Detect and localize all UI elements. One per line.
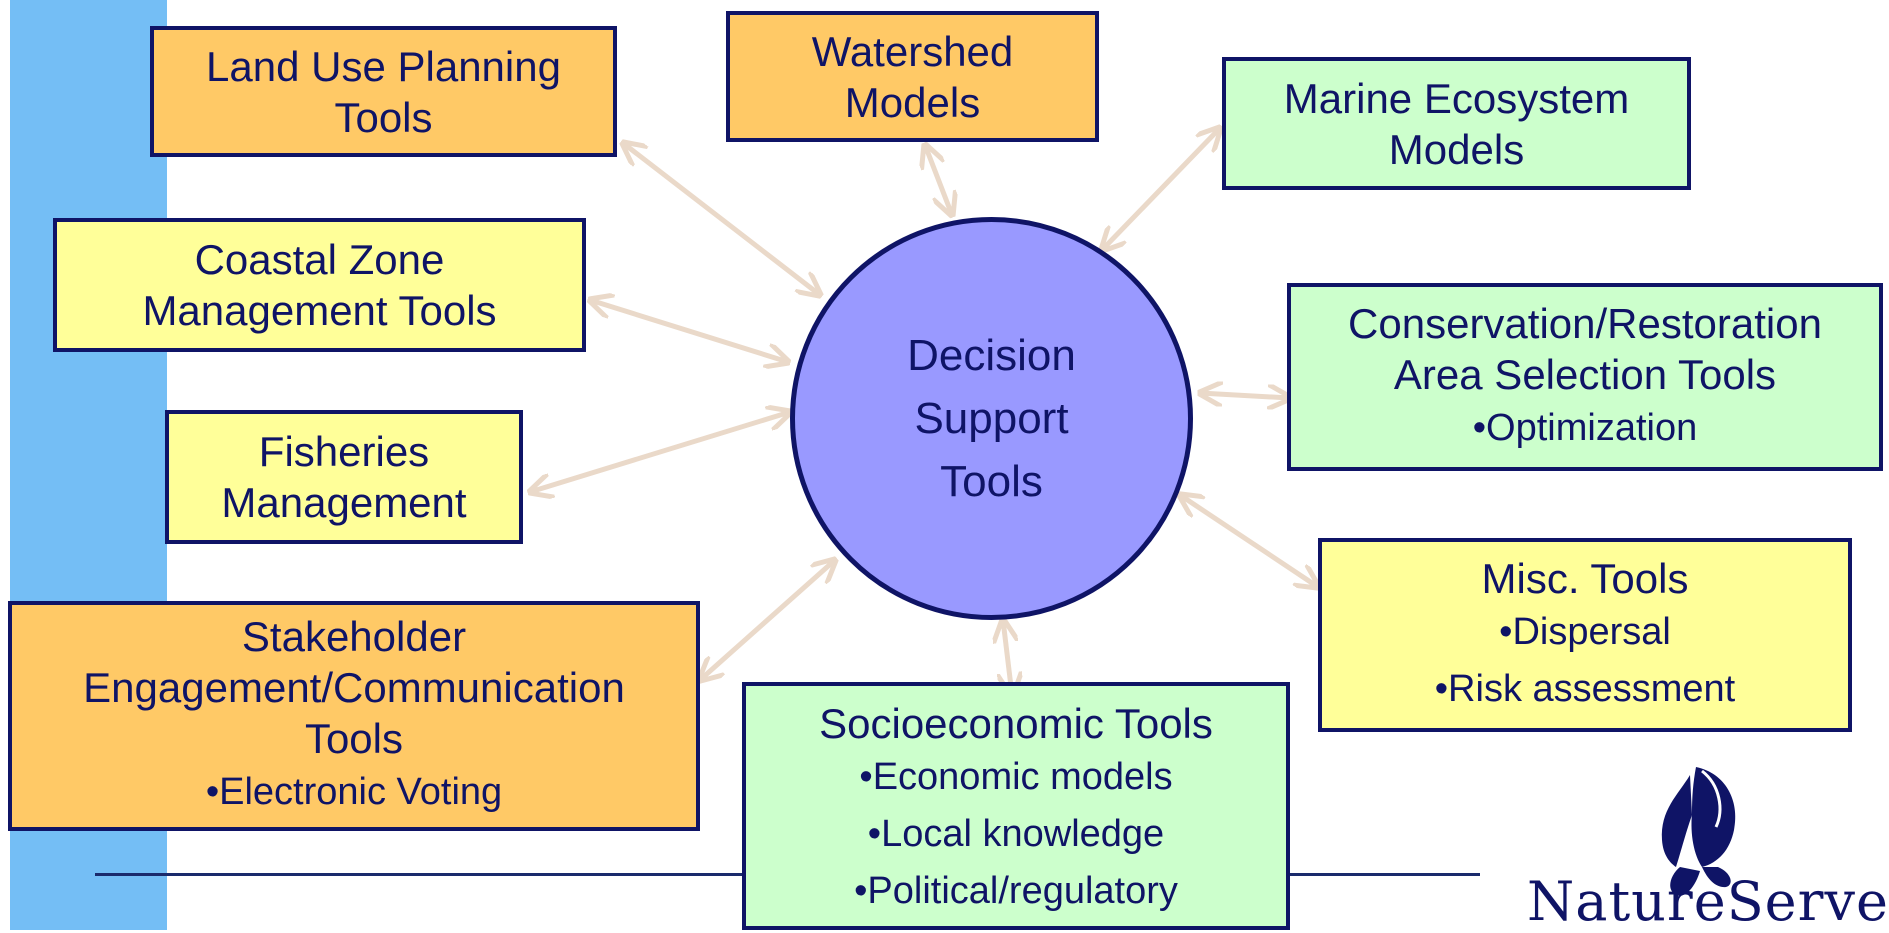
misc-bullet-dispersal: •Dispersal xyxy=(1499,610,1671,653)
stakeholder-bullet-electronic-voting: •Electronic Voting xyxy=(205,771,503,813)
arrow-misc xyxy=(1180,495,1318,587)
butterfly-icon xyxy=(1661,767,1736,896)
arrow-fisheries xyxy=(530,412,790,492)
watershed-models-box: Watershed Models xyxy=(726,11,1099,142)
socioeconomic-tools-title: Socioeconomic Tools xyxy=(819,700,1213,747)
misc-tools-box: Misc. Tools •Dispersal •Risk assessment xyxy=(1318,538,1852,732)
watershed-models-title: Watershed Models xyxy=(811,27,1014,126)
arrow-conservation xyxy=(1200,393,1290,398)
land-use-planning-box: Land Use Planning Tools xyxy=(150,26,617,157)
marine-ecosystem-box: Marine Ecosystem Models xyxy=(1222,57,1691,190)
conservation-bullet-optimization: •Optimization xyxy=(1472,406,1698,449)
fisheries-management-title: Fisheries Management xyxy=(221,428,467,526)
arrow-stakeholder xyxy=(700,560,835,680)
misc-tools-title: Misc. Tools xyxy=(1481,554,1689,602)
conservation-restoration-title: Conservation/Restoration Area Selection … xyxy=(1348,299,1822,398)
decision-support-tools-label: Decision Support Tools xyxy=(907,331,1076,506)
socioeconomic-bullet-local-knowledge: •Local knowledge xyxy=(867,813,1165,855)
socioeconomic-bullet-economic-models: •Economic models xyxy=(859,756,1173,798)
stakeholder-engagement-title: Stakeholder Engagement/Communication Too… xyxy=(83,613,625,762)
marine-ecosystem-title: Marine Ecosystem Models xyxy=(1283,74,1630,173)
socioeconomic-bullet-political-regulatory: •Political/regulatory xyxy=(854,870,1178,912)
socioeconomic-tools-box: Socioeconomic Tools •Economic models •Lo… xyxy=(742,682,1290,930)
coastal-zone-box: Coastal Zone Management Tools xyxy=(53,218,586,352)
conservation-restoration-box: Conservation/Restoration Area Selection … xyxy=(1287,283,1883,471)
arrow-marine xyxy=(1102,128,1220,250)
natureserve-logo-text: NatureServe xyxy=(1527,870,1889,933)
land-use-planning-title: Land Use Planning Tools xyxy=(206,42,561,141)
arrow-land-use xyxy=(623,143,820,295)
arrow-coastal xyxy=(590,300,788,362)
coastal-zone-title: Coastal Zone Management Tools xyxy=(142,236,497,334)
stakeholder-engagement-box: Stakeholder Engagement/Communication Too… xyxy=(8,601,700,831)
arrow-watershed xyxy=(925,145,952,215)
fisheries-management-box: Fisheries Management xyxy=(165,410,523,544)
decision-support-tools-circle: Decision Support Tools xyxy=(790,217,1193,620)
misc-bullet-risk-assessment: •Risk assessment xyxy=(1434,667,1736,710)
